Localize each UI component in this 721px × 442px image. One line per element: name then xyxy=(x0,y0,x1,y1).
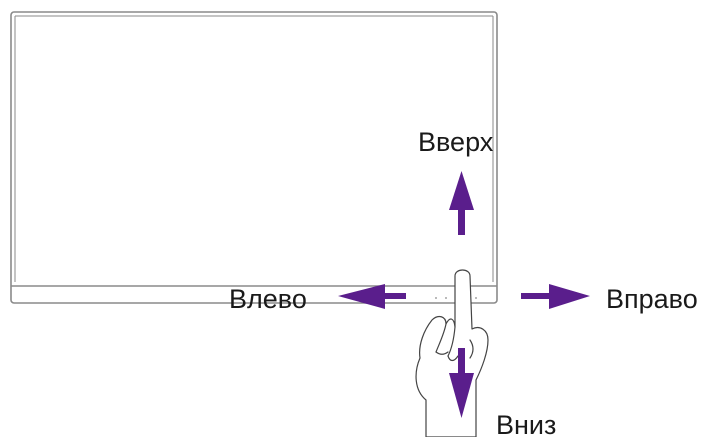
pointing-hand-icon xyxy=(415,269,489,438)
monitor-icon xyxy=(10,11,498,304)
label-down: Вниз xyxy=(496,410,557,440)
arrow-right-icon xyxy=(521,284,590,309)
arrow-down-icon xyxy=(449,348,474,418)
monitor-frame xyxy=(10,11,498,304)
label-right: Вправо xyxy=(606,284,698,314)
label-left: Влево xyxy=(229,284,307,314)
label-up: Вверх xyxy=(418,127,494,157)
arrow-up-icon xyxy=(449,171,474,235)
arrow-left-icon xyxy=(338,284,406,309)
